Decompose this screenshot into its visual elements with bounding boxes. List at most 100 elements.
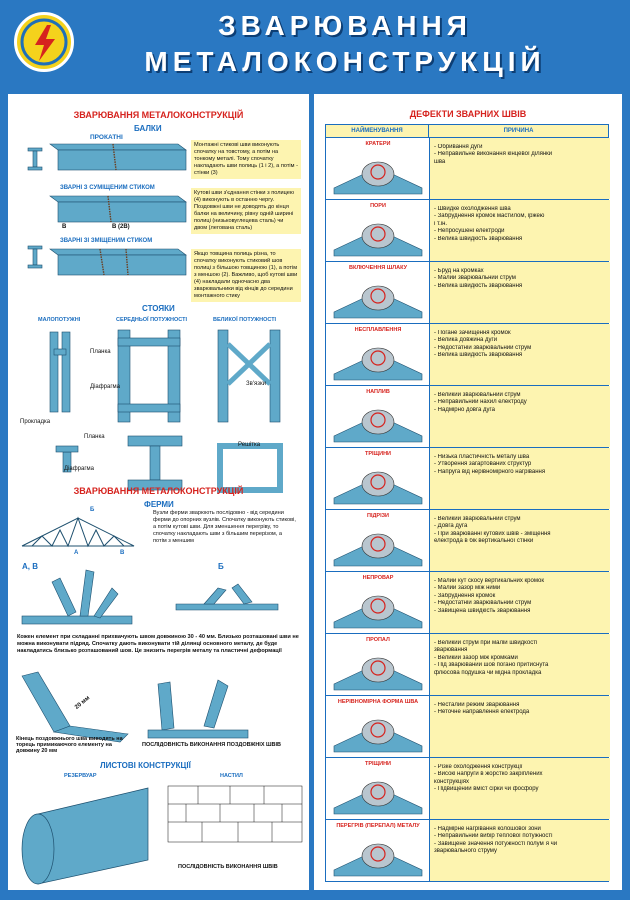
- cause-line: флюсова подушка чи мідна прокладка: [434, 669, 542, 676]
- col-low-title: МАЛОПОТУЖНІ: [38, 317, 81, 323]
- cause-line: - Великий зазор між кромками: [434, 654, 518, 661]
- cause-line: - Високі напруги в жорстко закріплених: [434, 771, 543, 778]
- weld-bead-icon: [333, 719, 423, 753]
- cause-line: - Обривання дуги: [434, 144, 483, 150]
- rolled-title: ПРОКАТНІ: [90, 134, 123, 141]
- defect-name: ВКЛЮЧЕННЯ ШЛАКУ: [348, 265, 408, 271]
- defect-name: КРАТЕРИ: [365, 141, 391, 147]
- cause-line: - Недостатній зварювальний струм: [434, 600, 532, 607]
- left-panel: ЗВАРЮВАННЯ МЕТАЛОКОНСТРУКЦІЙ БАЛКИ ПРОКА…: [8, 94, 309, 890]
- right-panel: ДЕФЕКТИ ЗВАРНИХ ШВІВ НАЙМЕНУВАННЯ ПРИЧИН…: [314, 94, 622, 890]
- defect-causes: - Швидке охолодження шва- Забруднення кр…: [430, 200, 610, 261]
- defect-illustration: НЕСПЛАВЛЕННЯ: [326, 324, 430, 385]
- defect-name: ТРІЩИНИ: [364, 451, 392, 457]
- defect-illustration: ТРІЩИНИ: [326, 758, 430, 819]
- cause-line: конструкціях: [434, 778, 470, 785]
- cause-line: - Велика довжина дуги: [434, 337, 498, 344]
- columns-title: СТОЯКИ: [142, 304, 175, 313]
- defect-illustration: НЕРІВНОМІРНА ФОРМА ШВА: [326, 696, 430, 757]
- cause-line: і т.ін.: [434, 220, 448, 227]
- cause-line: - Погане зачищення кромок: [434, 330, 511, 336]
- truss-label-av: А, В: [22, 562, 38, 571]
- defect-name: НЕРІВНОМІРНА ФОРМА ШВА: [337, 699, 419, 705]
- table-row: ПЕРЕГРІВ (ПЕРЕПАЛ) МЕТАЛУ- Надмірне нагр…: [325, 820, 610, 882]
- cause-line: - Забруднення кромок: [434, 592, 496, 599]
- label-ties: Зв'язки: [246, 381, 266, 387]
- defects-title: ДЕФЕКТИ ЗВАРНИХ ШВІВ: [409, 109, 527, 119]
- table-row: ПРОПАЛ- Великий струм при малій швидкост…: [325, 634, 610, 696]
- cause-line: - Велика швидкість зварювання: [434, 282, 523, 289]
- table-row: ВКЛЮЧЕННЯ ШЛАКУ - Бруд на кромках- Малий …: [325, 262, 610, 324]
- title-line2: МЕТАЛОКОНСТРУКЦІЙ: [144, 46, 546, 77]
- cause-line: - Нестали́й режим зварювання: [434, 702, 520, 708]
- beams-title: БАЛКИ: [134, 124, 162, 133]
- defect-causes: - Бруд на кромках- Малий зварювальний ст…: [430, 262, 610, 323]
- weld-bead-icon: [333, 161, 423, 195]
- defect-illustration: ПЕРЕГРІВ (ПЕРЕПАЛ) МЕТАЛУ: [326, 820, 430, 881]
- defect-causes: - Великий зварювальний струм- Неправильн…: [430, 386, 610, 447]
- cause-line: - Бруд на кромках: [434, 268, 484, 274]
- col-header-cause: ПРИЧИНА: [429, 124, 609, 138]
- weld-bead-icon: [333, 657, 423, 691]
- logo: [14, 12, 74, 72]
- combined-title: ЗВАРНІ З СУМІЩЕНИМ СТИКОМ: [60, 185, 155, 191]
- sheet-title: ЛИСТОВІ КОНСТРУКЦІЇ: [100, 761, 191, 770]
- table-row: НЕСПЛАВЛЕННЯ - Погане зачищення кромок- В…: [325, 324, 610, 386]
- cause-line: - Малий зварювальний струм: [434, 275, 516, 282]
- cause-line: - Швидке охолодження шва: [434, 206, 511, 212]
- defect-name: ТРІЩИНИ: [364, 761, 392, 767]
- element-note: Кожен елемент при складанні прихвачують …: [14, 632, 304, 657]
- cause-line: - Неправильний вибір теплової потужності: [434, 833, 553, 840]
- truss-diagrams: [21, 516, 279, 625]
- truss-label-b2: Б: [218, 562, 224, 571]
- cause-line: - Різке охолодження конструкції: [434, 764, 523, 770]
- cause-line: шва: [434, 158, 446, 165]
- cause-line: - Завищена швидкість зварювання: [434, 607, 531, 614]
- defect-illustration: ТРІЩИНИ: [326, 448, 430, 509]
- defect-illustration: ПІДРІЗИ: [326, 510, 430, 571]
- defect-illustration: КРАТЕРИ: [326, 138, 430, 199]
- table-row: НЕПРОВАР- Малий кут скосу вертикальних к…: [325, 572, 610, 634]
- defect-causes: - Великий зварювальний струм- Довга дуга…: [430, 510, 610, 571]
- col-mid-title: СЕРЕДНЬОЇ ПОТУЖНОСТІ: [116, 317, 188, 323]
- combined-note: Кутові шви з'єднання стінки з полицею (4…: [191, 188, 301, 234]
- cause-line: - Утворення загартованих структур: [434, 461, 532, 468]
- col-header-name: НАЙМЕНУВАННЯ: [325, 124, 429, 138]
- truss-note: Вузли ферми зварюють послідовно - від се…: [150, 508, 300, 547]
- defect-illustration: НЕПРОВАР: [326, 572, 430, 633]
- truss-label-b: Б: [90, 507, 95, 513]
- beam-diagrams: [27, 143, 187, 276]
- cause-line: - Забруднення кромок мастилом, іржею: [434, 213, 545, 220]
- truss-label-v: В: [120, 550, 125, 556]
- cause-line: - Неточне направлення електрода: [434, 709, 530, 716]
- cause-line: - При зварюванні кутових швів - зміщення: [434, 530, 551, 537]
- label-diaphragm: Діафрагма: [90, 384, 120, 390]
- table-row: ТРІЩИНИ- Різке охолодження конструкції- …: [325, 758, 610, 820]
- offset-title: ЗВАРНІ ЗІ ЗМІЩЕНИМ СТИКОМ: [60, 238, 153, 244]
- label-diaphragm2: Діафрагма: [64, 466, 94, 472]
- table-row: НЕРІВНОМІРНА ФОРМА ШВА - Нестали́й режим …: [325, 696, 610, 758]
- cause-line: - Неправильне виконання кінцевої ділянки: [434, 151, 553, 158]
- cause-line: - Підвищений вміст сірки чи фосфору: [434, 786, 539, 793]
- longitudinal-diagrams: [21, 671, 249, 743]
- cause-line: - Надмірно довга дуга: [434, 406, 495, 413]
- sheet-diagrams: [21, 785, 303, 885]
- weld-bead-icon: [333, 595, 423, 629]
- table-row: НАПЛИВ- Великий зварювальний струм- Непр…: [325, 386, 610, 448]
- cause-line: зварювання: [434, 647, 468, 654]
- weld-bead-icon: [333, 533, 423, 567]
- trusses-title: ФЕРМИ: [144, 500, 174, 509]
- rolled-note: Монтажні стикові шви виконують спочатку …: [191, 140, 301, 179]
- tank-title: РЕЗЕРВУАР: [64, 773, 97, 779]
- defect-causes: - Низька пластичність металу шва- Утворе…: [430, 448, 610, 509]
- dim-b: В: [62, 224, 67, 230]
- seq-welds-label: ПОСЛІДОВНІСТЬ ВИКОНАННЯ ШВІВ: [178, 864, 278, 870]
- defect-illustration: ПОРИ: [326, 200, 430, 261]
- cause-line: - Великий зварювальний струм: [434, 516, 521, 522]
- defect-name: ПЕРЕГРІВ (ПЕРЕПАЛ) МЕТАЛУ: [336, 823, 420, 829]
- defect-illustration: ПРОПАЛ: [326, 634, 430, 695]
- weld-bead-icon: [333, 285, 423, 319]
- cause-line: - Під зварюваний шов погано притиснута: [434, 662, 549, 669]
- cause-line: електрода в бік вертикальної стінки: [434, 538, 534, 545]
